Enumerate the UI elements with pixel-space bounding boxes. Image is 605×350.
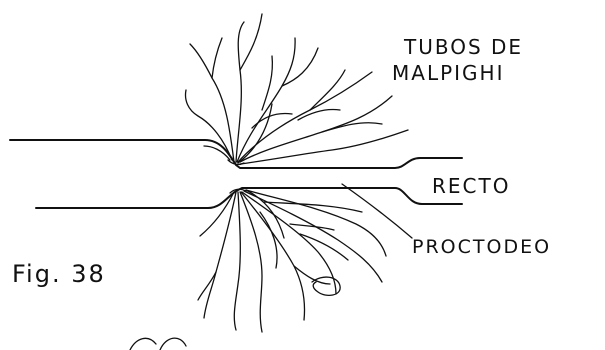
upper-tubule (252, 114, 292, 128)
upper-tubule (190, 44, 234, 162)
lower-tubule (300, 234, 348, 260)
upper-tubule (282, 48, 318, 86)
label-tubos-line2: MALPIGHI (392, 61, 504, 85)
lower-tubule (200, 192, 234, 236)
lower-tubule (246, 190, 284, 238)
upper-tubule (212, 38, 222, 78)
partial-scribble (130, 338, 186, 350)
upper-tubule (322, 123, 382, 132)
label-figure-number: Fig. 38 (12, 260, 106, 288)
labels: TUBOS DE MALPIGHI RECTO PROCTODEO Fig. 3… (12, 35, 551, 288)
upper-tubule (298, 109, 340, 120)
upper-tubule (310, 70, 345, 110)
label-tubos-line1: TUBOS DE (403, 35, 523, 59)
upper-malpighian-tubules (186, 14, 409, 164)
proctodeo-leader-line (342, 184, 412, 238)
gut-walls (10, 140, 462, 208)
lower-tubule (204, 192, 236, 318)
upper-tubule (262, 56, 272, 110)
upper-tubule (238, 104, 272, 163)
upper-tubule (236, 22, 244, 162)
lower-tubule (198, 272, 216, 300)
lower-malpighian-tubules (198, 190, 386, 332)
lower-tubule (234, 192, 240, 330)
upper-tubule (240, 130, 408, 164)
lower-tubule (241, 192, 305, 320)
lower-tubule (240, 192, 262, 332)
label-recto: RECTO (432, 174, 510, 198)
label-proctodeo: PROCTODEO (412, 236, 551, 258)
